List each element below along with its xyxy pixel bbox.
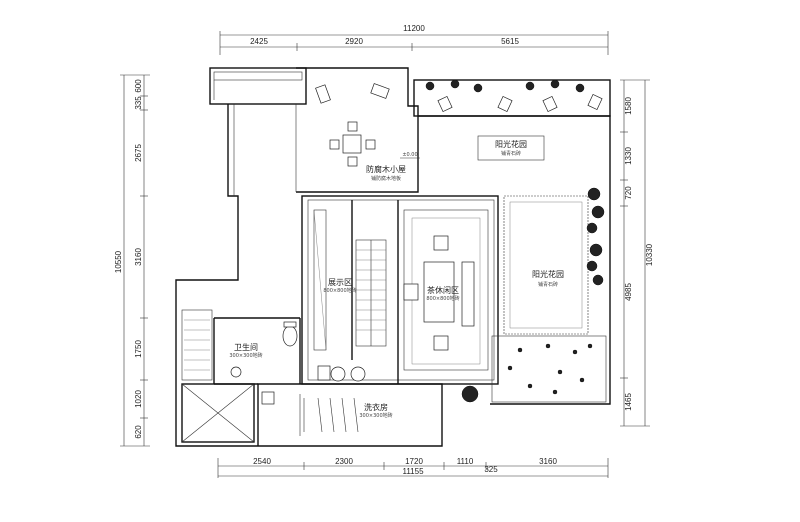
- tea-room-floor: 800×800地砖: [426, 295, 459, 302]
- right-dimension-lines: 1580 1330 720 4985 1465 10330: [620, 79, 654, 427]
- pond-area: [461, 335, 607, 403]
- dim-left-seg-7: 620: [134, 425, 143, 439]
- display-floor: 800×800地砖: [323, 287, 356, 294]
- dim-bottom-seg-2: 2300: [335, 457, 353, 466]
- room-label-laundry: 洗衣房 300×300地砖: [359, 402, 392, 419]
- tea-room-furniture: 茶休闲区 800×800地砖: [403, 235, 475, 351]
- left-dimension-lines: 10550 600 335 2675 3160 1750 1020 620: [114, 74, 150, 447]
- tea-room-name: 茶休闲区: [427, 285, 459, 295]
- dim-bottom-seg-5: 3160: [539, 457, 557, 466]
- sun-garden-top-area: 阳光花园 铺青石砖: [477, 135, 545, 161]
- top-dimension-lines: 11200 2425 2920 5615: [219, 24, 609, 55]
- dim-left-seg-4: 3160: [134, 248, 143, 266]
- staircase-left: [184, 319, 210, 371]
- dim-top-seg-3: 5615: [501, 37, 519, 46]
- dim-left-seg-5: 1750: [134, 340, 143, 358]
- sun-garden-top-floor: 铺青石砖: [501, 150, 521, 157]
- room-label-wood-hut: 防腐木小屋 铺防腐木地板: [366, 164, 406, 182]
- wood-hut-floor: 铺防腐木地板: [371, 175, 401, 182]
- dim-bottom-total: 11155: [402, 467, 424, 476]
- dim-right-seg-1: 1580: [624, 97, 633, 115]
- dim-top-seg-1: 2425: [250, 37, 268, 46]
- level-mark: ±0.00: [400, 152, 420, 159]
- laundry-name: 洗衣房: [364, 402, 388, 412]
- dim-left-seg-6: 1020: [134, 390, 143, 408]
- lounge-chairs-balcony: [315, 83, 390, 104]
- wood-hut-table-set: [329, 121, 376, 167]
- dim-bottom-seg-4: 1110: [457, 457, 474, 466]
- dim-right-seg-2: 1330: [624, 147, 633, 165]
- laundry-floor: 300×300地砖: [359, 412, 392, 419]
- dim-left-seg-1: 600: [134, 79, 143, 93]
- bathroom-floor: 300×300地砖: [229, 352, 262, 359]
- dim-top-seg-2: 2920: [345, 37, 363, 46]
- sun-garden-right-name: 阳光花园: [532, 269, 564, 279]
- dim-right-total: 10330: [645, 243, 654, 266]
- sun-garden-right-area: 阳光花园 铺青石砖: [503, 187, 605, 335]
- dim-top-total: 11200: [403, 24, 425, 33]
- dim-right-seg-5: 1465: [624, 393, 633, 411]
- dim-left-total: 10550: [114, 250, 123, 273]
- room-label-display: 展示区 800×800地砖: [323, 278, 356, 294]
- laundry-fixtures: [299, 365, 366, 436]
- dim-left-seg-2: 335: [134, 96, 143, 110]
- dim-bottom-seg-3: 1720: [405, 457, 423, 466]
- staircase-display: [355, 239, 387, 347]
- building-walls: [175, 67, 611, 447]
- sun-garden-right-floor: 铺青石砖: [538, 281, 558, 288]
- level-mark-text: ±0.00: [402, 152, 417, 158]
- dim-bottom-seg-1: 2540: [253, 457, 271, 466]
- dim-left-seg-3: 2675: [134, 144, 143, 162]
- dim-bottom-extra: 325: [484, 465, 498, 474]
- dim-right-seg-3: 720: [624, 186, 633, 200]
- bathroom-name: 卫生间: [234, 342, 258, 352]
- display-name: 展示区: [328, 278, 352, 287]
- bathroom-fixtures: [230, 321, 298, 405]
- sun-garden-top-name: 阳光花园: [495, 139, 527, 149]
- wood-hut-name: 防腐木小屋: [366, 164, 406, 174]
- display-cabinet: [313, 209, 327, 351]
- room-label-bathroom: 卫生间 300×300地砖: [229, 342, 262, 359]
- top-garden-plants: [425, 79, 603, 113]
- bottom-dimension-lines: 2540 2300 1720 1110 3160 11155 325: [217, 457, 609, 478]
- dim-right-seg-4: 4985: [624, 283, 633, 301]
